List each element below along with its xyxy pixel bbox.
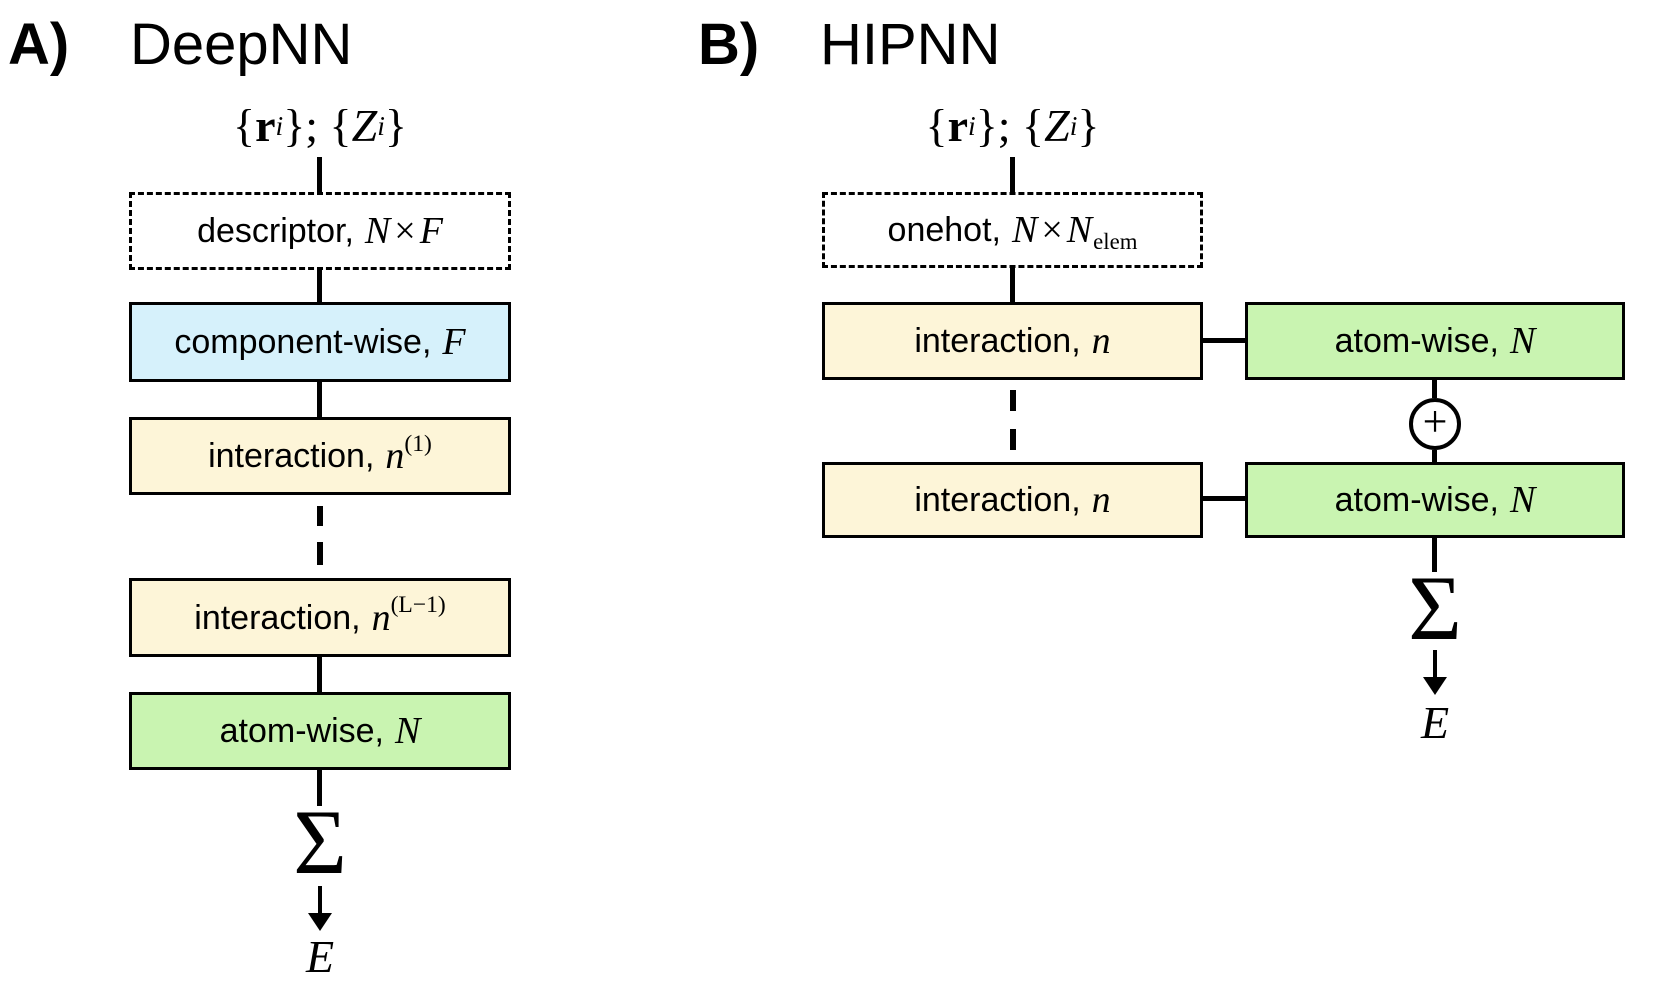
interaction-1-box: interaction, n <box>822 302 1203 380</box>
times-operator: × <box>1041 209 1063 251</box>
plus-circle: + <box>1409 398 1461 450</box>
descriptor-box: descriptor, N×F <box>129 192 511 270</box>
energy-output-label: E <box>305 931 335 982</box>
energy-output-label: E <box>1420 697 1450 748</box>
math-var: n <box>1091 320 1111 362</box>
math-var: n(1) <box>385 432 431 477</box>
box-label: atom-wise, <box>1334 481 1499 519</box>
panel-a-title: DeepNN <box>130 12 353 77</box>
arrow-head-icon <box>308 913 332 931</box>
math-var: N <box>1510 320 1536 362</box>
superscript: (1) <box>404 430 432 457</box>
connector-line <box>1203 338 1245 343</box>
math-var: Nelem <box>1066 209 1138 253</box>
position-vector: r <box>255 100 276 151</box>
interaction-L-box: interaction, n(L−1) <box>129 578 511 657</box>
dashed-connector-segment <box>317 542 323 565</box>
connector-line <box>317 157 322 192</box>
math-var: F <box>442 321 466 363</box>
times-operator: × <box>394 210 416 252</box>
math-var: N <box>395 710 421 752</box>
onehot-box: onehot, N×Nelem <box>822 192 1203 268</box>
connector-line <box>317 268 322 302</box>
brace: { <box>925 100 948 151</box>
math-var-n: n <box>371 596 391 639</box>
componentwise-box: component-wise, F <box>129 302 511 382</box>
atomic-number: Z <box>1044 100 1070 151</box>
atomic-number: Z <box>351 100 378 151</box>
connector-line <box>1010 157 1015 192</box>
atomwise-1-box: atom-wise, N <box>1245 302 1625 380</box>
separator: }; { <box>283 100 352 151</box>
box-label: descriptor, <box>197 212 354 250</box>
arrow-shaft <box>318 886 322 914</box>
brace: { <box>233 100 256 151</box>
position-vector: r <box>947 100 969 151</box>
math-var: N <box>1510 479 1536 521</box>
math-var: n <box>1091 479 1111 521</box>
connector-line <box>317 657 322 692</box>
math-var: N <box>364 210 391 252</box>
connector-line <box>1432 450 1437 462</box>
box-label: interaction, <box>208 437 375 475</box>
connector-line <box>317 770 322 806</box>
separator: }; { <box>975 100 1045 151</box>
box-label: onehot, <box>887 211 1001 249</box>
box-label: atom-wise, <box>219 712 384 750</box>
box-label: component-wise, <box>174 323 432 361</box>
dashed-connector-segment <box>1010 429 1016 450</box>
box-label: atom-wise, <box>1334 322 1499 360</box>
math-var-n: n <box>385 435 405 477</box>
math-var-n: N <box>1066 209 1093 251</box>
brace: } <box>384 100 407 151</box>
box-label: interaction, <box>194 598 361 637</box>
connector-line <box>1432 380 1437 398</box>
math-var: F <box>419 210 443 252</box>
plus-sign: + <box>1422 397 1448 446</box>
connector-line <box>1432 538 1437 572</box>
panel-b-label: B) <box>698 12 760 77</box>
math-var: n(L−1) <box>371 594 446 639</box>
arrow-shaft <box>1433 650 1437 678</box>
interaction-2-box: interaction, n <box>822 462 1203 538</box>
math-var: N <box>1011 209 1038 251</box>
brace: } <box>1077 100 1100 151</box>
connector-line <box>317 382 322 417</box>
interaction-1-box: interaction, n(1) <box>129 417 511 495</box>
sum-symbol: Σ <box>293 791 347 893</box>
sum-symbol: Σ <box>1408 557 1462 659</box>
arrow-head-icon <box>1423 677 1447 695</box>
dashed-connector-segment <box>1010 390 1016 411</box>
box-label: interaction, <box>914 481 1081 519</box>
subscript: elem <box>1093 228 1138 254</box>
panel-b-title: HIPNN <box>820 12 1001 77</box>
dashed-connector-segment <box>317 506 323 526</box>
atomwise-box: atom-wise, N <box>129 692 511 770</box>
superscript: (L−1) <box>390 592 446 619</box>
panel-a-label: A) <box>8 12 70 77</box>
connector-line <box>1203 496 1245 501</box>
connector-line <box>1010 266 1015 302</box>
atomwise-2-box: atom-wise, N <box>1245 462 1625 538</box>
box-label: interaction, <box>914 322 1081 360</box>
